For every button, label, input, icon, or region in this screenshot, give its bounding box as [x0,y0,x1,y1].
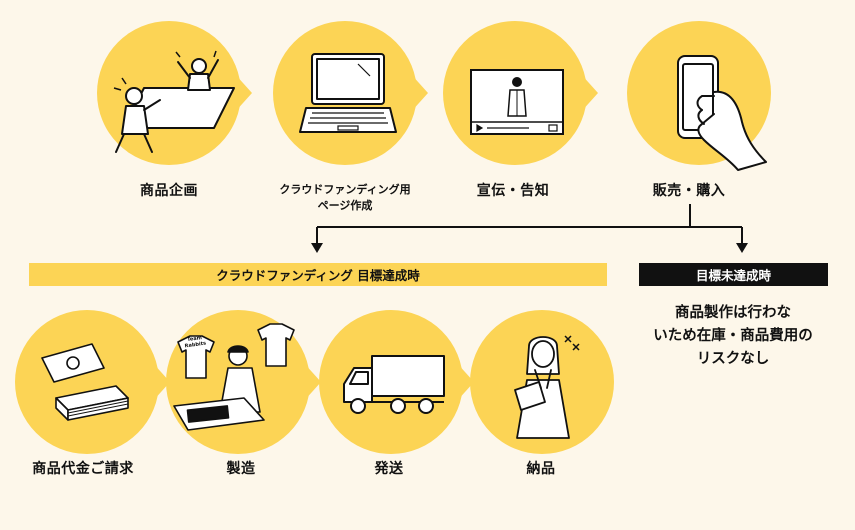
step-label: 販売・購入 [652,183,726,199]
step-label: 製造 [226,461,256,477]
step-label: 商品企画 [140,183,198,199]
failure-branch-bar: 目標未達成時 [639,263,828,286]
happy-woman-icon [514,335,580,439]
failure-note: 商品製作は行わな いため在庫・商品費用の リスクなし [653,305,813,367]
laptop-icon [299,53,397,133]
meeting-people-icon [113,50,235,153]
money-bills-icon [41,343,129,421]
step-label: クラウドファンディング用 ページ作成 [279,183,411,212]
step-label: 納品 [526,461,556,477]
tshirt-printing-worker-icon [173,323,295,431]
step-label: 発送 [374,461,404,477]
video-screen-presenter-icon [470,69,564,135]
delivery-truck-icon [343,355,445,414]
step-label: 商品代金ご請求 [32,461,134,477]
bubble-invoice [15,310,170,454]
success-branch-bar: クラウドファンディング 目標達成時 [29,263,607,286]
arrow-to-failure [736,243,748,253]
step-label: 宣伝・告知 [476,183,550,199]
hand-smartphone-icon [677,55,767,171]
arrow-to-success [311,243,323,253]
